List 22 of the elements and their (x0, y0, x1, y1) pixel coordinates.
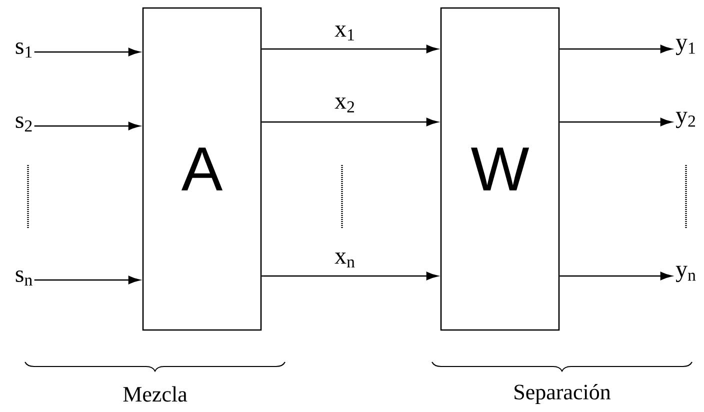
arrow (262, 44, 438, 54)
signal-label: y$_{n}$ (676, 266, 696, 282)
arrow (560, 44, 672, 54)
arrow (560, 272, 672, 280)
signal-label: y$_{1}$ (676, 38, 695, 56)
signal-label: s$_{1}$ (16, 42, 32, 58)
block-box: W (440, 7, 560, 331)
arrow (262, 118, 438, 126)
edge-label: x$_{1}$ (334, 26, 354, 40)
signal-label: s$_{n}$ (16, 270, 32, 286)
arrow (560, 118, 672, 126)
block-box: A (142, 7, 262, 331)
signal-label: y$_{2}$ (676, 112, 695, 128)
arrow (34, 48, 140, 56)
edge-label: x$_{n}$ (334, 252, 355, 268)
arrow (34, 122, 140, 130)
arrow (34, 276, 140, 284)
group-label: Separación (514, 384, 611, 404)
group-label: Mezcla (123, 386, 188, 402)
arrow (262, 272, 438, 280)
signal-label: s$_{2}$ (16, 116, 32, 132)
edge-label: x$_{2}$ (334, 98, 354, 112)
